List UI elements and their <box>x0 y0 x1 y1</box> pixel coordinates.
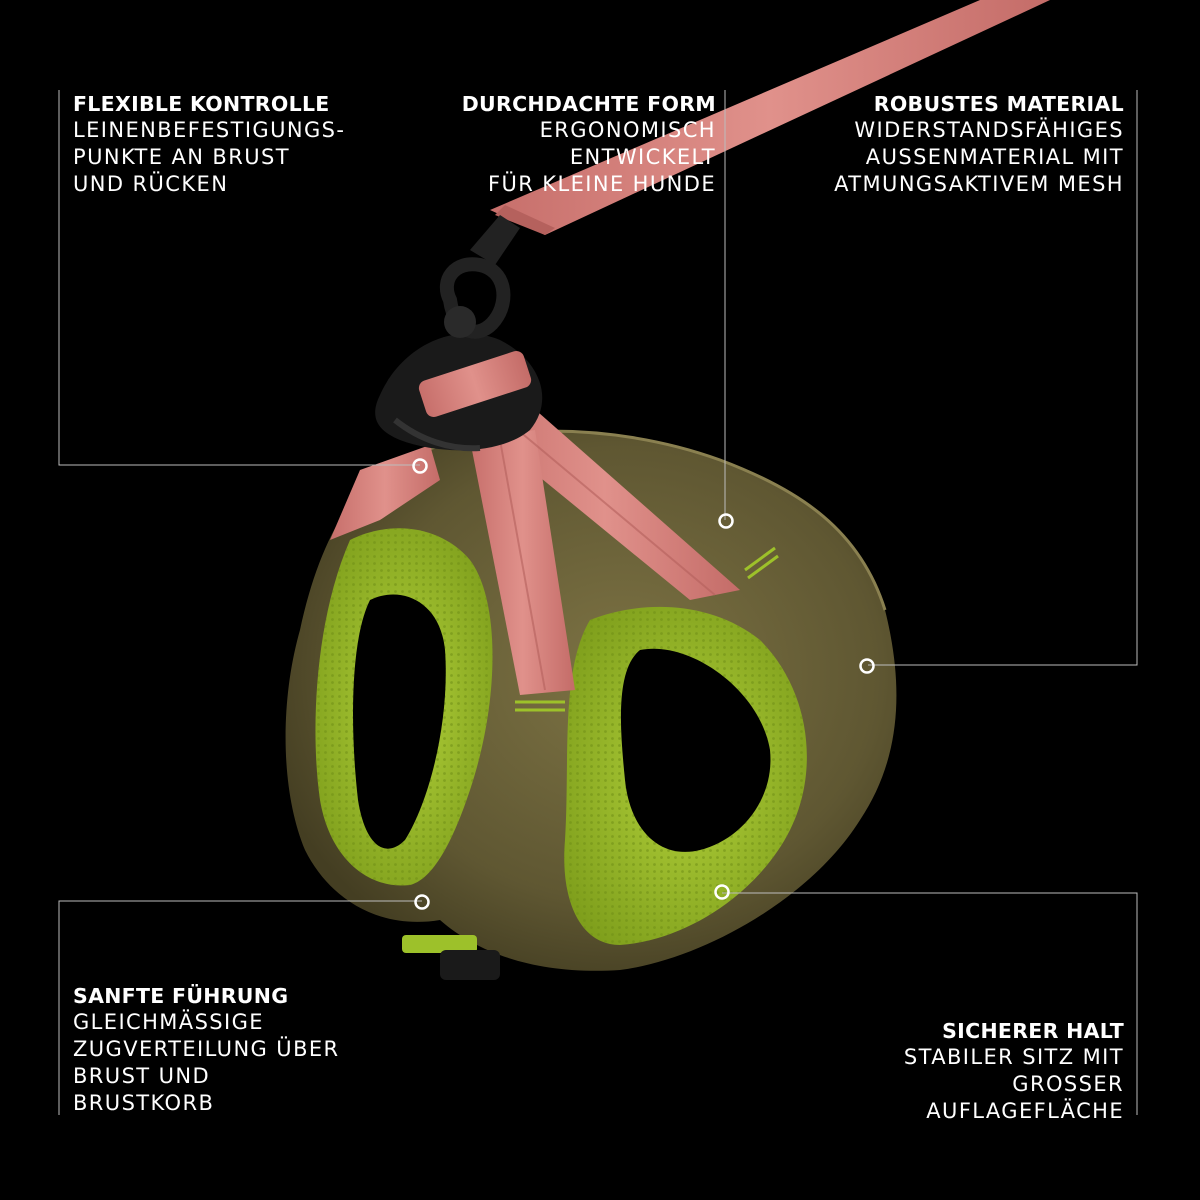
feature-text: GLEICHMÄSSIGE <box>73 1010 264 1034</box>
callout-lines <box>58 90 1138 1115</box>
feature-sicherer-halt: SICHERER HALT STABILER SITZ MIT GROSSER … <box>904 1018 1124 1125</box>
feature-text: AUFLAGEFLÄCHE <box>926 1099 1124 1123</box>
feature-durchdachte-form: DURCHDACHTE FORM ERGONOMISCH ENTWICKELT … <box>462 91 716 198</box>
harness-body <box>285 429 897 980</box>
callout-line-halt <box>722 892 1138 1115</box>
callout-dot-icon <box>718 513 734 529</box>
leash-strap <box>490 0 1050 235</box>
feature-text: ZUGVERTEILUNG ÜBER <box>73 1037 340 1061</box>
feature-text: GROSSER <box>1012 1072 1124 1096</box>
feature-text: STABILER SITZ MIT <box>903 1045 1124 1069</box>
feature-text: ENTWICKELT <box>569 145 716 169</box>
feature-text: FÜR KLEINE HUNDE <box>487 172 716 196</box>
callout-dots <box>412 458 875 910</box>
feature-sanfte-fuehrung: SANFTE FÜHRUNG GLEICHMÄSSIGE ZUGVERTEILU… <box>73 983 340 1117</box>
feature-text: UND RÜCKEN <box>73 172 229 196</box>
callout-line-material <box>868 90 1138 666</box>
feature-title: SANFTE FÜHRUNG <box>73 984 289 1008</box>
callout-line-flexible <box>58 90 420 466</box>
feature-text: BRUST UND <box>73 1064 211 1088</box>
feature-text: PUNKTE AN BRUST <box>73 145 290 169</box>
callout-dot-icon <box>412 458 428 474</box>
feature-text: ATMUNGSAKTIVEM MESH <box>834 172 1124 196</box>
feature-title: SICHERER HALT <box>942 1019 1124 1043</box>
feature-flexible-kontrolle: FLEXIBLE KONTROLLE LEINENBEFESTIGUNGS- P… <box>73 91 345 198</box>
feature-text: LEINENBEFESTIGUNGS- <box>73 118 346 142</box>
callout-dot-icon <box>414 894 430 910</box>
feature-text: BRUSTKORB <box>73 1091 215 1115</box>
feature-text: WIDERSTANDSFÄHIGES <box>854 118 1124 142</box>
callout-line-fuehrung <box>58 900 422 1115</box>
feature-text: AUSSENMATERIAL MIT <box>865 145 1124 169</box>
feature-title: FLEXIBLE KONTROLLE <box>73 92 330 116</box>
feature-text: ERGONOMISCH <box>539 118 716 142</box>
callout-dot-icon <box>714 884 730 900</box>
feature-robustes-material: ROBUSTES MATERIAL WIDERSTANDSFÄHIGES AUS… <box>834 91 1124 198</box>
callout-dot-icon <box>859 658 875 674</box>
feature-title: ROBUSTES MATERIAL <box>873 92 1124 116</box>
harness-straps <box>330 405 740 695</box>
feature-title: DURCHDACHTE FORM <box>461 92 716 116</box>
leash-clip-icon <box>375 215 543 452</box>
